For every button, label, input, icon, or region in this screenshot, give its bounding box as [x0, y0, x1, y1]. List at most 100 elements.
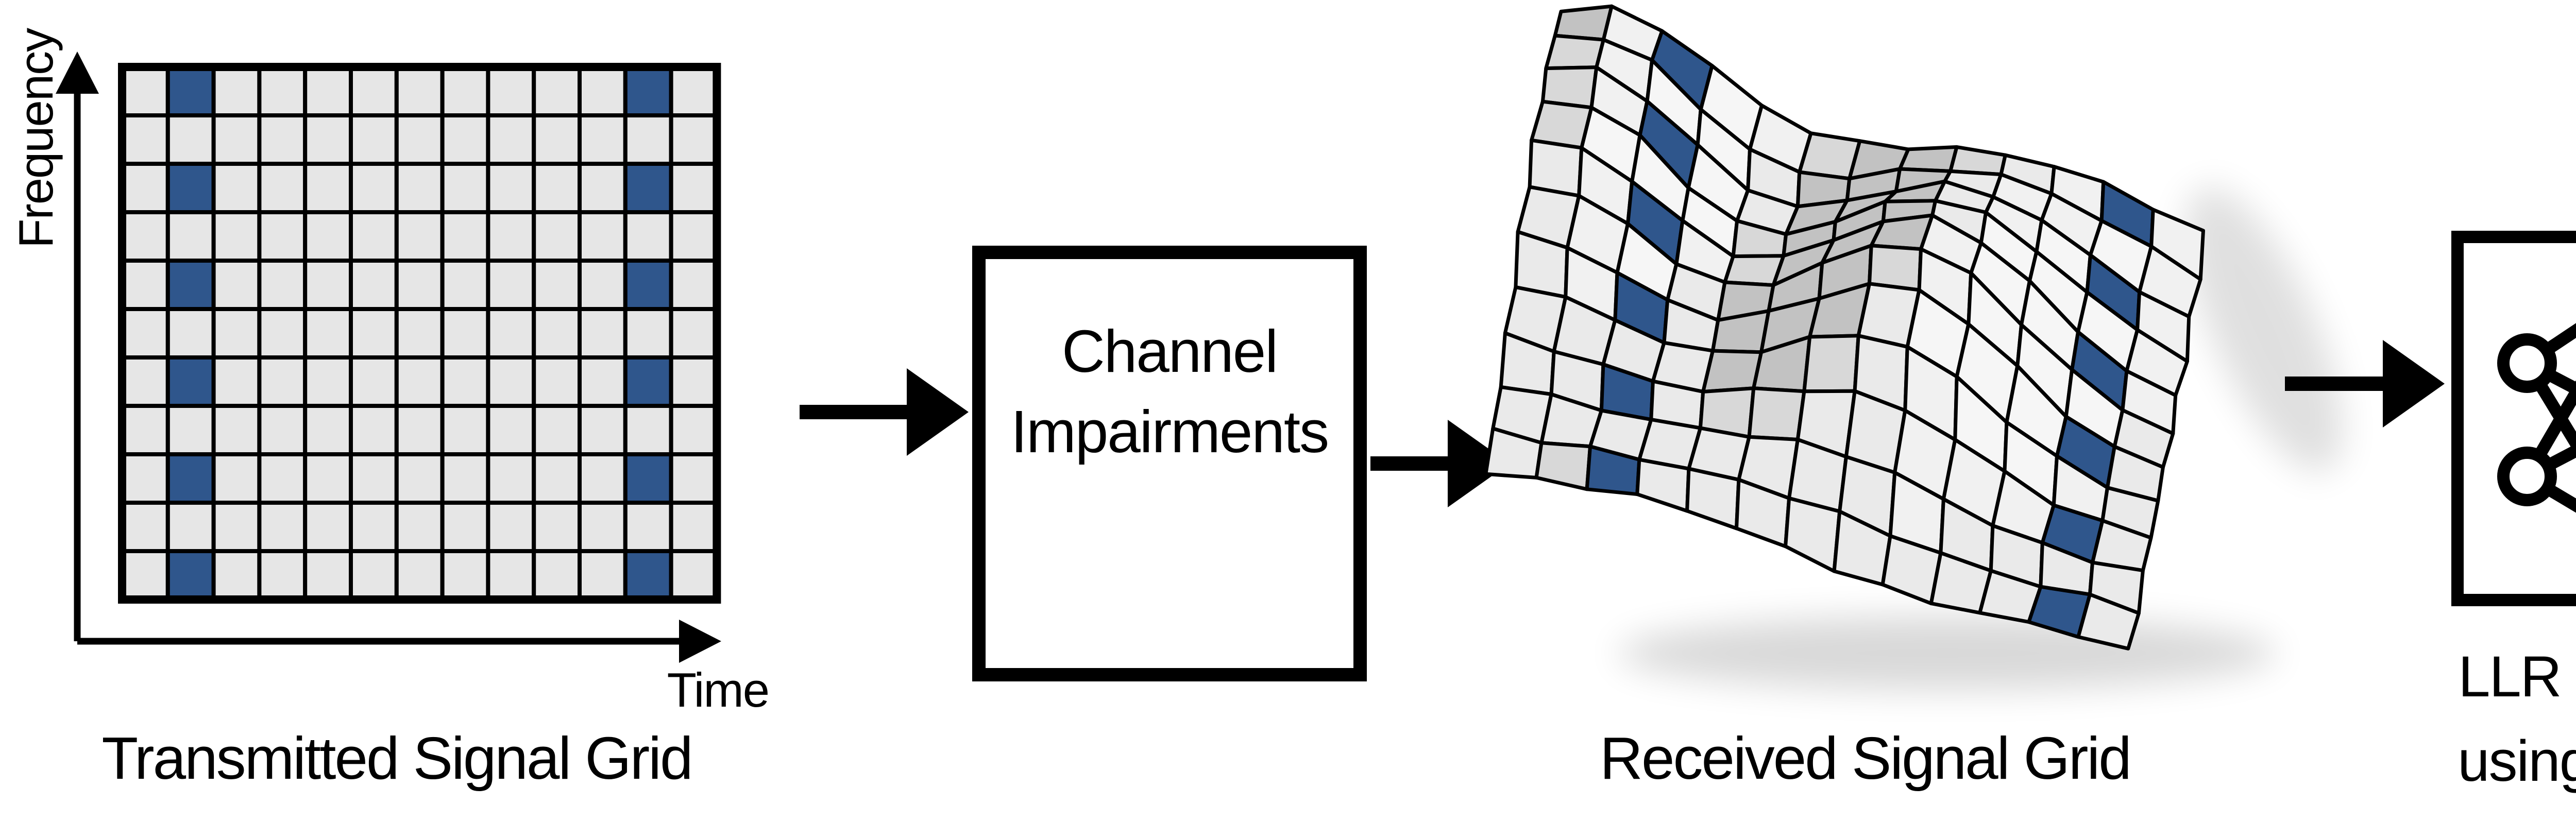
tx-data-cell [532, 162, 582, 214]
tx-pilot-cell [623, 452, 673, 505]
tx-data-cell [120, 65, 170, 117]
tx-data-cell [532, 259, 582, 311]
channel-box-label-line2: Impairments [1011, 398, 1328, 465]
tx-data-cell [623, 307, 673, 360]
tx-data-cell [486, 355, 536, 408]
tx-data-cell [257, 307, 308, 360]
rx-data-cell [1534, 441, 1592, 491]
tx-data-cell [394, 355, 445, 408]
tx-data-cell [486, 210, 536, 263]
tx-data-cell [486, 113, 536, 166]
tx-data-cell [440, 162, 490, 214]
tx-data-cell [165, 113, 216, 166]
tx-data-cell [303, 355, 353, 408]
tx-data-cell [120, 307, 170, 360]
tx-data-cell [165, 210, 216, 263]
tx-data-cell [303, 162, 353, 214]
tx-data-cell [303, 549, 353, 602]
tx-data-cell [669, 404, 719, 456]
tx-data-cell [349, 404, 399, 456]
tx-pilot-cell [165, 65, 216, 117]
mesh-shadow-right [2185, 186, 2343, 473]
tx-data-cell [349, 452, 399, 505]
received-grid-group: Received Signal Grid [1484, 4, 2343, 792]
tx-pilot-cell [165, 355, 216, 408]
tx-data-cell [669, 210, 719, 263]
rx-data-cell [2076, 592, 2141, 651]
tx-data-cell [394, 162, 445, 214]
tx-data-cell [120, 259, 170, 311]
tx-data-cell [120, 404, 170, 456]
tx-data-cell [257, 65, 308, 117]
tx-data-cell [440, 65, 490, 117]
tx-data-cell [394, 210, 445, 263]
rx-data-cell [1544, 33, 1605, 71]
tx-data-cell [394, 452, 445, 505]
tx-pilot-cell [623, 65, 673, 117]
received-mesh [1484, 4, 2205, 651]
tx-data-cell [120, 501, 170, 553]
tx-data-cell [440, 210, 490, 263]
tx-data-cell [532, 404, 582, 456]
tx-data-cell [211, 355, 262, 408]
tx-data-cell [532, 113, 582, 166]
tx-pilot-cell [623, 259, 673, 311]
tx-grid-border [118, 63, 721, 604]
tx-data-cell [211, 210, 262, 263]
tx-data-cell [349, 355, 399, 408]
time-axis-label: Time [667, 663, 769, 717]
tx-data-cell [486, 65, 536, 117]
tx-pilot-cell [623, 355, 673, 408]
channel-box-border [972, 246, 1367, 681]
tx-data-cell [211, 65, 262, 117]
tx-data-cell [532, 355, 582, 408]
tx-data-cell [257, 259, 308, 311]
tx-data-cell [532, 210, 582, 263]
tx-pilot-cell [165, 162, 216, 214]
tx-data-cell [349, 501, 399, 553]
tx-data-cell [669, 501, 719, 553]
nn-node [2497, 333, 2557, 393]
tx-data-cell [578, 355, 628, 408]
nn-node [2497, 447, 2557, 506]
tx-data-cell [349, 162, 399, 214]
tx-data-cell [532, 65, 582, 117]
rx-data-cell [1685, 467, 1741, 531]
tx-data-cell [120, 549, 170, 602]
tx-data-cell [303, 404, 353, 456]
channel-box-label-line1: Channel [1062, 318, 1277, 385]
inference-caption-line1: LLR Inference [2458, 644, 2576, 709]
tx-data-cell [211, 162, 262, 214]
rx-data-cell [1802, 334, 1860, 394]
tx-data-cell [486, 162, 536, 214]
tx-data-cell [394, 307, 445, 360]
tx-data-cell [257, 162, 308, 214]
tx-pilot-cell [623, 549, 673, 602]
tx-data-cell [532, 501, 582, 553]
rx-data-cell [1784, 496, 1842, 573]
tx-data-cell [532, 307, 582, 360]
tx-data-cell [669, 549, 719, 602]
tx-data-cell [303, 210, 353, 263]
tx-data-cell [211, 452, 262, 505]
tx-data-cell [303, 113, 353, 166]
transmitted-grid-caption: Transmitted Signal Grid [101, 725, 691, 792]
mesh-shadow [1618, 616, 2277, 690]
tx-data-cell [440, 404, 490, 456]
nn-edge [2521, 357, 2576, 456]
tx-data-cell [486, 307, 536, 360]
received-grid-caption: Received Signal Grid [1600, 725, 2130, 792]
tx-data-cell [669, 65, 719, 117]
tx-data-cell [120, 210, 170, 263]
tx-data-cell [303, 65, 353, 117]
tx-data-cell [486, 549, 536, 602]
tx-data-cell [211, 307, 262, 360]
tx-data-cell [440, 355, 490, 408]
tx-data-cell [394, 65, 445, 117]
y-axis-arrowhead-icon [56, 52, 99, 94]
tx-data-cell [486, 259, 536, 311]
tx-data-cell [669, 307, 719, 360]
tx-data-cell [211, 113, 262, 166]
rx-data-cell [1635, 457, 1691, 513]
tx-data-cell [349, 113, 399, 166]
